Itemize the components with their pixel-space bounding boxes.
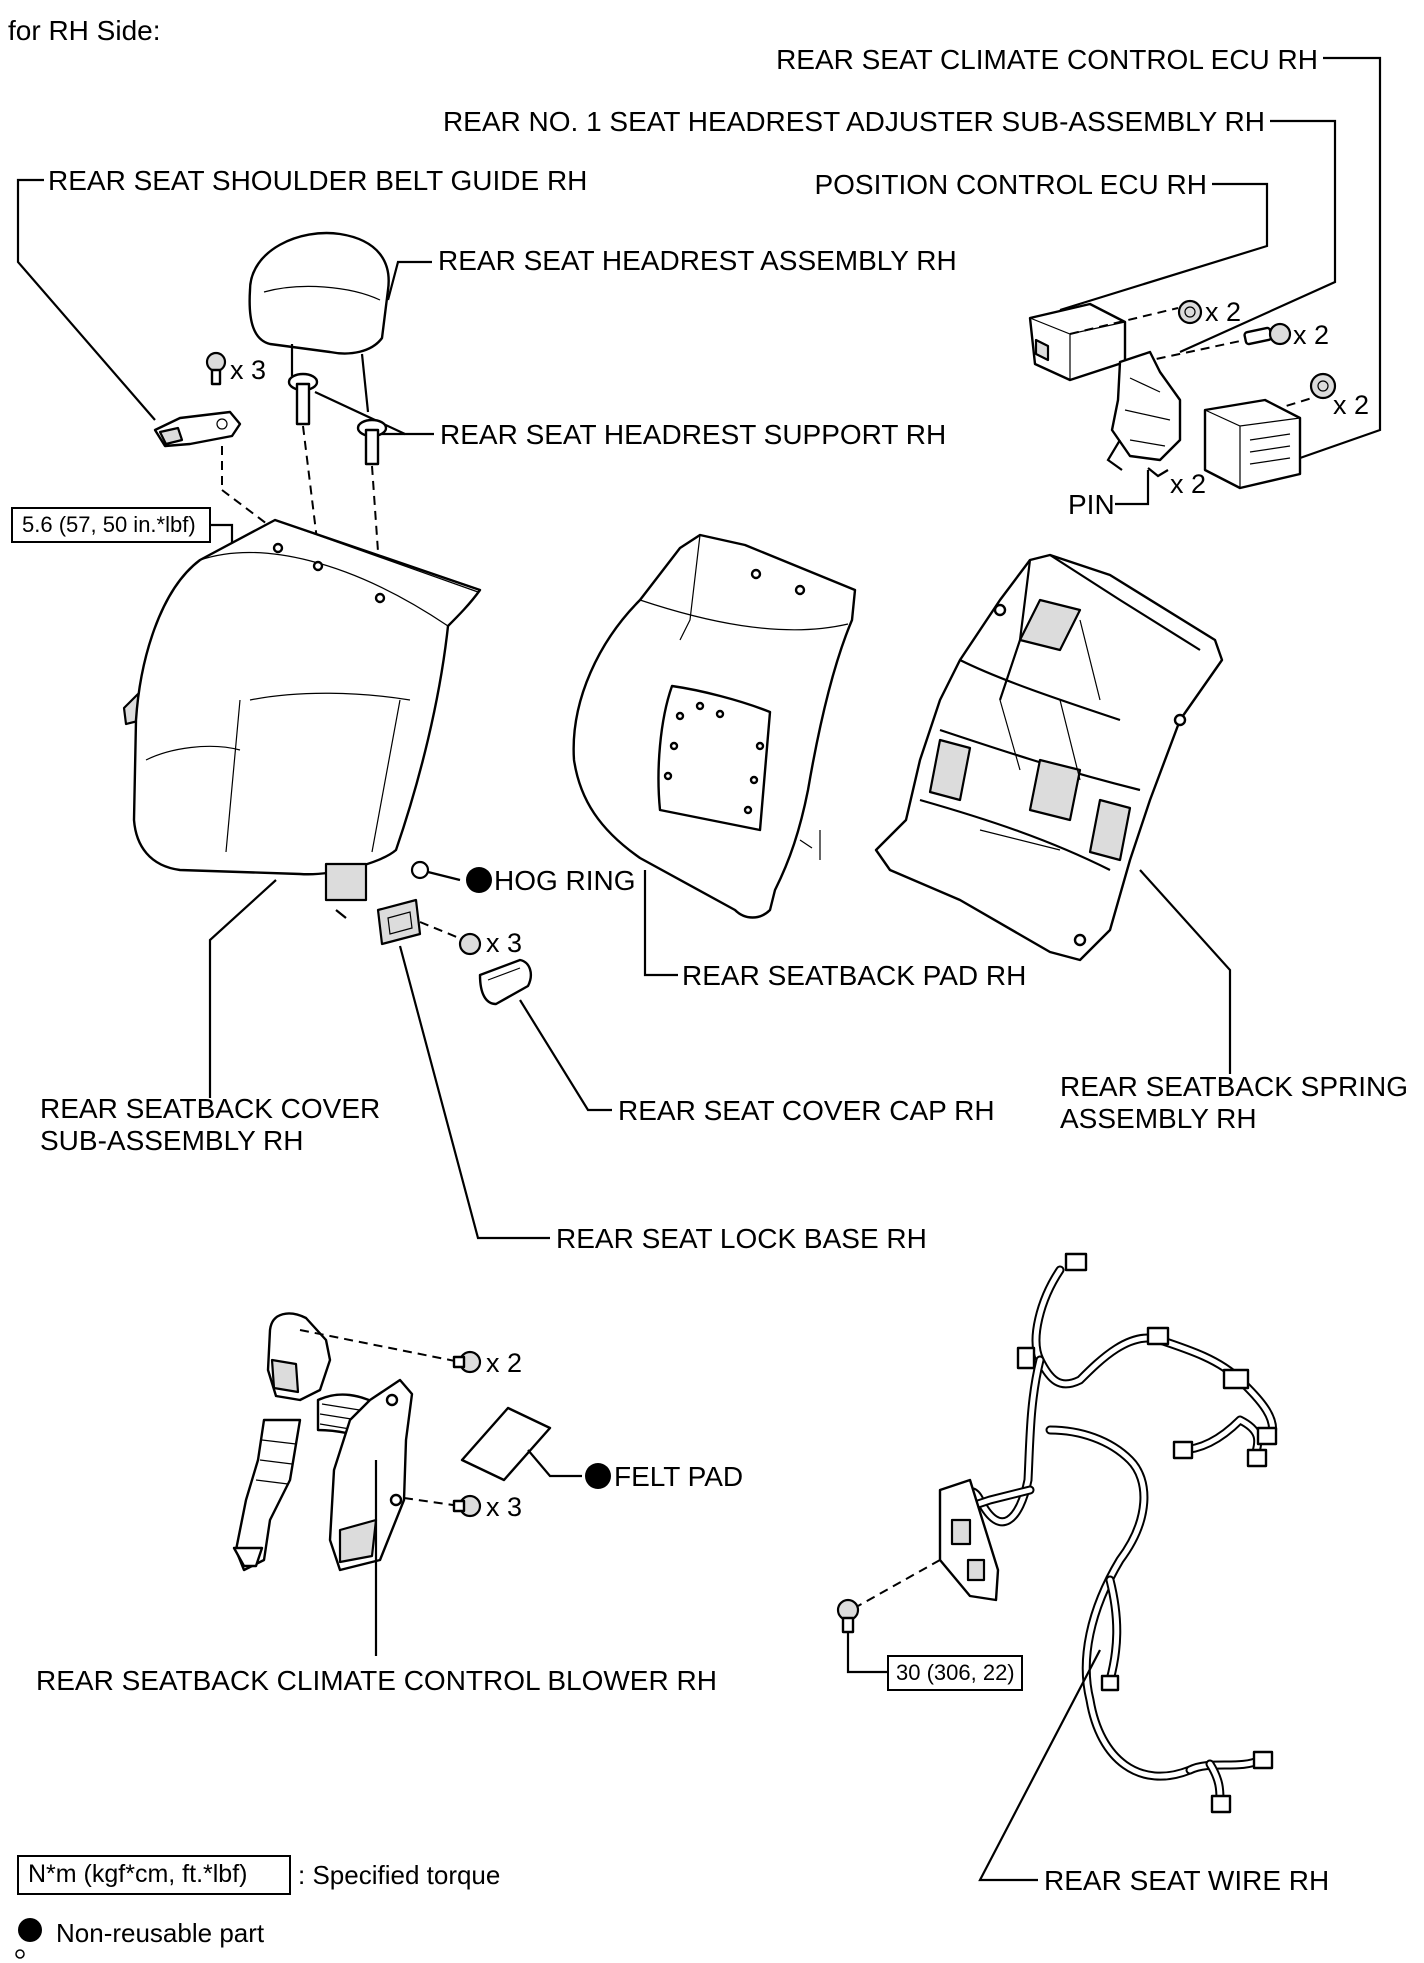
- seat-wire-part: [938, 1252, 1278, 1814]
- label-spring-line1: REAR SEATBACK SPRING: [1060, 1071, 1408, 1102]
- seatback-spring-part: [874, 553, 1224, 962]
- label-cover-cap: REAR SEAT COVER CAP RH: [618, 1095, 995, 1126]
- climate-ecu-callout: REAR SEAT CLIMATE CONTROL ECU RH: [776, 44, 1382, 460]
- qty-nut-ecu: x 2: [1205, 297, 1241, 327]
- nonreusable-dot-icon: [466, 867, 492, 893]
- label-hog-ring: HOG RING: [494, 865, 636, 896]
- qty-nut-climate: x 2: [1333, 390, 1369, 420]
- label-belt-guide: REAR SEAT SHOULDER BELT GUIDE RH: [48, 165, 587, 196]
- seatback-spring-callout: REAR SEATBACK SPRING ASSEMBLY RH: [1060, 869, 1408, 1134]
- seat-wire-callout: REAR SEAT WIRE RH: [978, 1649, 1329, 1896]
- screw-icon: x 3: [205, 351, 276, 548]
- label-felt-pad: FELT PAD: [614, 1461, 743, 1492]
- blower-screw-top: x 2: [299, 1329, 522, 1378]
- qty-bolt-adjuster: x 2: [1293, 320, 1329, 350]
- blower-callout: REAR SEATBACK CLIMATE CONTROL BLOWER RH: [36, 1460, 717, 1696]
- qty-blower-bottom: x 3: [486, 1492, 522, 1522]
- hog-ring-callout: HOG RING: [410, 860, 636, 896]
- cover-cap-callout: REAR SEAT COVER CAP RH: [519, 999, 995, 1126]
- label-climate-ecu: REAR SEAT CLIMATE CONTROL ECU RH: [776, 44, 1318, 75]
- cover-cap-part: [478, 958, 532, 1006]
- felt-pad-part: [460, 1406, 552, 1482]
- torque-box-cover: 5.6 (57, 50 in.*lbf): [11, 507, 234, 623]
- bolt-icon: x 2: [1141, 320, 1329, 363]
- headrest-adjuster-callout: REAR NO. 1 SEAT HEADREST ADJUSTER SUB-AS…: [443, 106, 1337, 354]
- wire-bolt-icon: [836, 1559, 941, 1674]
- label-blower: REAR SEATBACK CLIMATE CONTROL BLOWER RH: [36, 1665, 717, 1696]
- label-seatback-pad: REAR SEATBACK PAD RH: [682, 960, 1026, 991]
- legend-nonreusable: Non-reusable part: [15, 1918, 265, 1959]
- diagram-heading: for RH Side:: [8, 15, 161, 46]
- seatback-pad-part: [572, 533, 857, 919]
- seatback-pad-callout: REAR SEATBACK PAD RH: [643, 870, 1026, 991]
- label-position-ecu: POSITION CONTROL ECU RH: [814, 169, 1207, 200]
- label-headrest-adjuster: REAR NO. 1 SEAT HEADREST ADJUSTER SUB-AS…: [443, 106, 1265, 137]
- position-ecu-callout: POSITION CONTROL ECU RH: [814, 169, 1269, 312]
- pin-callout: PIN x 2: [1068, 467, 1206, 520]
- label-headrest-support: REAR SEAT HEADREST SUPPORT RH: [440, 419, 946, 450]
- qty-lock-base-screws: x 3: [486, 928, 522, 958]
- felt-pad-callout: FELT PAD: [527, 1449, 743, 1492]
- headrest-support-callout: REAR SEAT HEADREST SUPPORT RH: [314, 391, 946, 450]
- label-spring-line2: ASSEMBLY RH: [1060, 1103, 1257, 1134]
- position-control-ecu-part: [1028, 302, 1127, 382]
- nonreusable-dot-icon: [18, 1918, 42, 1942]
- belt-guide-part: [153, 410, 242, 448]
- legend-torque: N*m (kgf*cm, ft.*lbf) : Specified torque: [17, 1855, 500, 1895]
- lock-base-callout: REAR SEAT LOCK BASE RH: [398, 945, 927, 1254]
- belt-guide-callout: REAR SEAT SHOULDER BELT GUIDE RH: [16, 165, 587, 421]
- label-cover-line1: REAR SEATBACK COVER: [40, 1093, 380, 1124]
- label-headrest-assembly: REAR SEAT HEADREST ASSEMBLY RH: [438, 245, 957, 276]
- legend-nonreusable-text: Non-reusable part: [56, 1918, 265, 1948]
- label-seat-wire: REAR SEAT WIRE RH: [1044, 1865, 1329, 1896]
- torque-box-wire: 30 (306, 22): [887, 1655, 1023, 1691]
- seatback-cover-callout: REAR SEATBACK COVER SUB-ASSEMBLY RH: [40, 879, 380, 1156]
- legend-torque-text: : Specified torque: [298, 1860, 500, 1890]
- nut-icon: x 2: [1069, 297, 1241, 335]
- headrest-callout: REAR SEAT HEADREST ASSEMBLY RH: [386, 245, 957, 301]
- blower-part: [232, 1312, 414, 1572]
- blower-screw-bottom: x 3: [403, 1492, 522, 1522]
- seatback-cover-part: [132, 518, 482, 919]
- headrest-part: [248, 231, 390, 413]
- label-cover-line2: SUB-ASSEMBLY RH: [40, 1125, 303, 1156]
- headrest-adjuster-part: [1106, 350, 1182, 471]
- qty-belt-guide-screws: x 3: [230, 355, 266, 385]
- qty-pin: x 2: [1170, 469, 1206, 499]
- climate-control-ecu-part: [1203, 398, 1302, 490]
- legend-torque-box: N*m (kgf*cm, ft.*lbf): [28, 1860, 247, 1888]
- qty-blower-top: x 2: [486, 1348, 522, 1378]
- nonreusable-dot-icon: [585, 1463, 611, 1489]
- lock-base-part: x 3: [376, 898, 522, 958]
- label-pin: PIN: [1068, 489, 1115, 520]
- torque-cover-nut: 5.6 (57, 50 in.*lbf): [22, 512, 196, 537]
- torque-wire-bolt: 30 (306, 22): [896, 1660, 1015, 1685]
- label-lock-base: REAR SEAT LOCK BASE RH: [556, 1223, 927, 1254]
